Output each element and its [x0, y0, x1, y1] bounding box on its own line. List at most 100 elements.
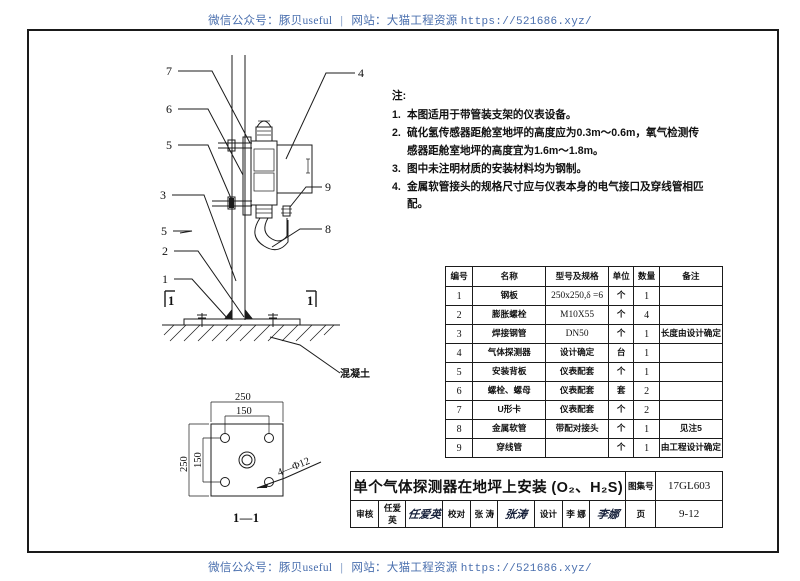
table-row: 5 安装背板 仪表配套 个 1 [444, 362, 724, 382]
page-number: 9-12 [655, 500, 723, 528]
note-text-continued: 感器距舱室地坪的高度宜为1.6m～1.8m。 [407, 145, 604, 158]
design-signature-mark: 李娜 [595, 509, 620, 521]
cell-no: 5 [444, 362, 474, 382]
table-row: 9 穿线管 个 1 由工程设计确定 [444, 438, 724, 458]
cell-unit: 台 [607, 343, 635, 363]
cell-spec: DN50 [545, 324, 609, 344]
section-mark-left: 1 [168, 294, 175, 308]
review-label: 审核 [349, 500, 380, 528]
cell-spec: M10X55 [545, 305, 609, 325]
header-remark: 备注 [658, 266, 724, 287]
cell-name: U形卡 [472, 400, 547, 420]
table-row: 3 焊接钢管 DN50 个 1 长度由设计确定 [444, 324, 724, 344]
callout-5: 5 [166, 138, 172, 152]
cell-unit: 套 [607, 381, 635, 401]
cell-no: 2 [444, 305, 474, 325]
title-block: 单个气体探测器在地坪上安装 (O₂、H₂S) 图集号 17GL603 审核 任爱… [349, 471, 723, 528]
cell-unit: 个 [607, 419, 635, 439]
note-number: 4. [392, 180, 401, 193]
cell-spec [545, 438, 609, 458]
cell-qty: 1 [633, 286, 660, 306]
cell-qty: 2 [633, 381, 660, 401]
notes-title: 注: [392, 90, 407, 102]
cell-name: 螺栓、螺母 [472, 381, 547, 401]
callout-1: 1 [162, 272, 168, 286]
cell-name: 气体探测器 [472, 343, 547, 363]
dim-left-inner: 150 [193, 452, 204, 468]
header-qty: 数量 [633, 266, 660, 287]
cell-unit: 个 [607, 324, 635, 344]
check-label: 校对 [441, 500, 472, 528]
cell-qty: 1 [633, 362, 660, 382]
notes-block: 注: 1. 本图适用于带管装支架的仪表设备。 2. 硫化氢传感器距舱室地坪的高度… [392, 88, 722, 214]
cell-name: 金属软管 [472, 419, 547, 439]
cell-remark [658, 305, 724, 325]
cell-unit: 个 [607, 438, 635, 458]
note-text: 硫化氢传感器距舱室地坪的高度应为0.3m～0.6m，氧气检测传 [407, 127, 699, 140]
callout-2: 2 [162, 244, 168, 258]
cell-spec: 仪表配套 [545, 381, 609, 401]
cell-name: 膨胀螺栓 [472, 305, 547, 325]
watermark-url-bottom: https://521686.xyz/ [460, 563, 592, 575]
table-row: 4 气体探测器 设计确定 台 1 [444, 343, 724, 363]
header-spec: 型号及规格 [545, 266, 609, 287]
cell-remark [658, 381, 724, 401]
atlas-label: 图集号 [625, 471, 657, 501]
note-text: 金属软管接头的规格尺寸应与仪表本身的电气接口及穿线管相匹配。 [407, 180, 704, 210]
title-block-signature-row: 审核 任爱英 任爱英 校对 张 涛 张涛 设计 李 娜 李娜 页 9-12 [349, 500, 723, 528]
design-label: 设计 [533, 500, 564, 528]
watermark-wechat: 微信公众号：豚贝useful [208, 15, 333, 27]
drawing-title: 单个气体探测器在地坪上安装 (O₂、H₂S) [349, 471, 627, 501]
check-name: 张 涛 [470, 500, 499, 528]
section-view-1-1: 250 150 250 150 4—Φ12 1—1 [179, 392, 322, 525]
callout-9: 9 [325, 180, 331, 194]
hole-note: 4—Φ12 [276, 456, 312, 479]
callout-6: 6 [166, 102, 172, 116]
callout-4: 4 [358, 66, 364, 80]
cell-unit: 个 [607, 286, 635, 306]
concrete-label: 混凝土 [340, 367, 370, 380]
watermark-separator: | [340, 15, 344, 27]
cell-name: 焊接钢管 [472, 324, 547, 344]
watermark-site-bottom: 网站：大猫工程资源 [351, 562, 458, 574]
watermark-separator-bottom: | [340, 562, 344, 574]
review-name: 任爱英 [378, 500, 407, 528]
cell-remark [658, 362, 724, 382]
table-header-row: 编号 名称 型号及规格 单位 数量 备注 [444, 266, 724, 287]
dim-top-outer: 250 [235, 392, 251, 403]
cell-remark: 见注5 [658, 419, 724, 439]
cell-name: 钢板 [472, 286, 547, 306]
cell-no: 6 [444, 381, 474, 401]
design-signature: 李娜 [589, 500, 627, 528]
cell-no: 7 [444, 400, 474, 420]
page-label: 页 [625, 500, 657, 528]
design-name: 李 娜 [562, 500, 591, 528]
table-row: 2 膨胀螺栓 M10X55 个 4 [444, 305, 724, 325]
watermark-top: 微信公众号：豚贝useful | 网站：大猫工程资源 https://52168… [0, 12, 800, 28]
cell-spec: 仪表配套 [545, 400, 609, 420]
cell-remark: 长度由设计确定 [658, 324, 724, 344]
check-signature: 张涛 [497, 500, 535, 528]
note-number: 2. [392, 127, 401, 140]
cell-spec: 250x250,δ =6 [545, 286, 609, 306]
cell-no: 9 [444, 438, 474, 458]
cell-qty: 1 [633, 419, 660, 439]
cell-remark [658, 343, 724, 363]
note-item: 2. 硫化氢传感器距舱室地坪的高度应为0.3m～0.6m，氧气检测传 [392, 125, 722, 142]
note-item: 3. 图中未注明材质的安装材料均为钢制。 [392, 161, 722, 178]
cell-qty: 1 [633, 438, 660, 458]
watermark-site: 网站：大猫工程资源 [351, 15, 458, 27]
callout-7: 7 [166, 64, 172, 78]
cell-remark [658, 286, 724, 306]
table-row: 7 U形卡 仪表配套 个 2 [444, 400, 724, 420]
cell-qty: 4 [633, 305, 660, 325]
note-item: 1. 本图适用于带管装支架的仪表设备。 [392, 107, 722, 124]
section-mark-right: 1 [307, 294, 314, 308]
watermark-bottom: 微信公众号：豚贝useful | 网站：大猫工程资源 https://52168… [0, 559, 800, 575]
atlas-number: 17GL603 [655, 471, 723, 501]
review-signature: 任爱英 [405, 500, 443, 528]
note-text: 图中未注明材质的安装材料均为钢制。 [407, 162, 588, 175]
bill-of-materials-table: 编号 名称 型号及规格 单位 数量 备注 1 钢板 250x250,δ =6 个… [444, 266, 724, 458]
cell-spec: 设计确定 [545, 343, 609, 363]
callout-3: 3 [160, 188, 166, 202]
